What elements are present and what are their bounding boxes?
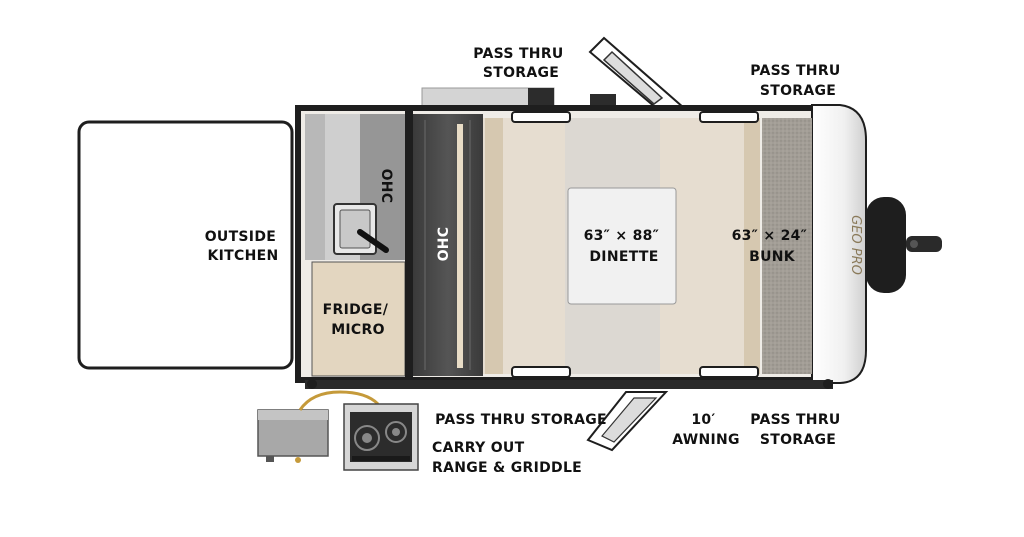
sink [333,203,389,255]
ohc-kitchen-label: OHC [378,169,394,204]
brand-mark: GEO PRO [848,215,863,275]
pass-thru-bottom-right-label: PASS THRU STORAGE [750,412,846,448]
range-label: CARRY OUT RANGE & GRIDDLE [432,440,582,476]
fridge-micro-label: FRIDGE/ MICRO [323,302,394,338]
top-windows [511,111,759,123]
pass-thru-bottom-left-label: PASS THRU STORAGE [435,412,607,428]
bunk-label: 63″ × 24″ BUNK [732,228,813,265]
bottom-windows [511,366,759,378]
bunk-area [762,118,812,374]
ohc-center-label: OHC [436,227,452,262]
dinette-table [567,187,677,305]
spare-tire [866,197,906,293]
entry-door-bottom [586,391,669,452]
outside-kitchen-area [77,120,294,370]
gas-hose [298,390,380,411]
front-cap [811,104,867,384]
outside-kitchen-label: OUTSIDE KITCHEN [205,229,282,264]
awning-rail [305,380,833,389]
fridge-micro-cabinet [311,261,406,377]
awning-label: 10′ AWNING [672,412,740,448]
dinette-bench-right [660,118,760,374]
dinette-label: 63″ × 88″ DINETTE [584,228,665,265]
pass-thru-top-right-label: PASS THRU STORAGE [750,63,846,99]
pass-thru-top-left-label: PASS THRU STORAGE [473,46,569,81]
carry-out-griddle [257,409,329,463]
carry-out-range [343,403,419,471]
